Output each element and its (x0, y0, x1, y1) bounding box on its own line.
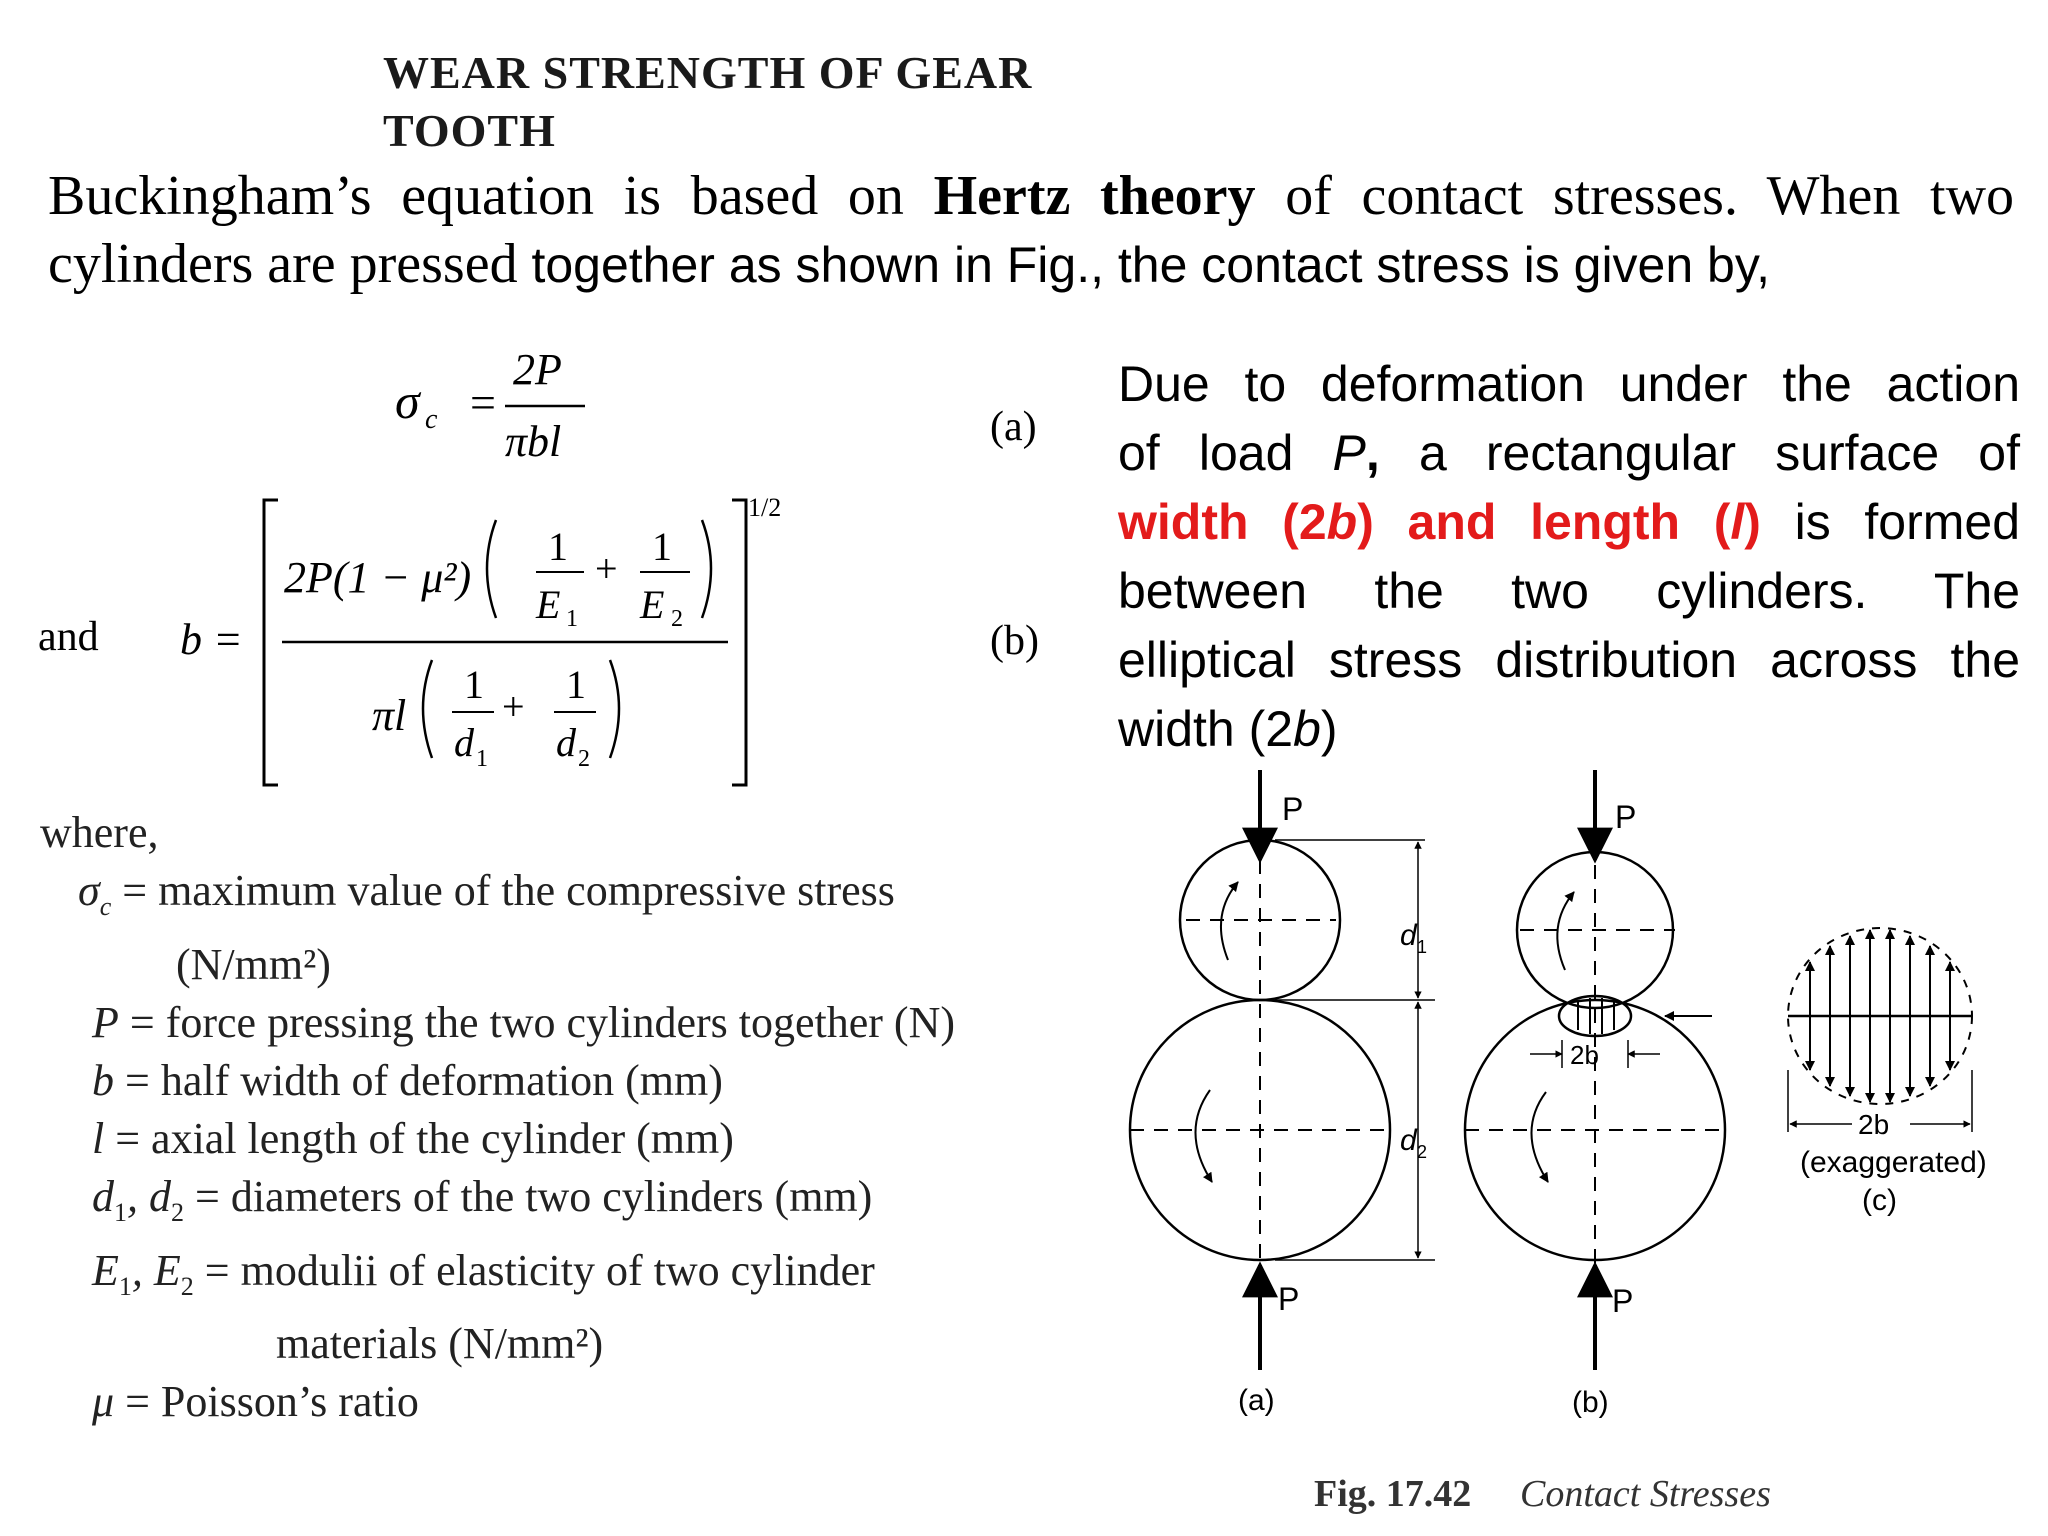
contact-stress-figure: P P d 1 d 2 (a) P (1128, 770, 1987, 1515)
width-2b-label-c: 2b (1858, 1109, 1889, 1140)
figure-part-c: 2b (exaggerated) (c) (1787, 927, 1987, 1217)
width-length-highlight: width (2b) and length (l) (1118, 494, 1761, 550)
desc-line-1: Due to deformation under the action (1118, 356, 2020, 412)
figure-caption-title: Contact Stresses (1520, 1473, 1771, 1515)
def-E-cont: materials (N/mm²) (276, 1319, 604, 1369)
load-label-bottom-b: P (1612, 1283, 1633, 1319)
d2-label: d (1400, 1124, 1418, 1157)
and-word: and (38, 614, 99, 660)
eq-a-numerator: 2P (513, 345, 562, 394)
def-b: b = half width of deformation (mm) (92, 1055, 723, 1105)
pi-l: πl (372, 691, 406, 740)
right-bracket (732, 498, 748, 787)
title-line-2: TOOTH (383, 105, 556, 156)
rotation-arrow-small-b (1556, 891, 1575, 971)
equals-sign: = (470, 377, 496, 428)
E2-den: E (639, 582, 664, 627)
left-bracket (262, 498, 278, 787)
def-sigma-unit: (N/mm²) (176, 939, 331, 989)
paren-left-1 (485, 519, 498, 619)
intro-line-1: Buckingham’s equation is based on Hertz … (48, 165, 2015, 227)
eq-a-denominator: πbl (505, 417, 561, 466)
label-a: (a) (1238, 1384, 1275, 1417)
svg-text:1: 1 (1417, 937, 1427, 957)
figure-caption-number: Fig. 17.42 (1314, 1473, 1471, 1515)
d1-label: d (1400, 919, 1418, 952)
svg-text:2: 2 (1417, 1142, 1427, 1162)
exponent-half: 1/2 (748, 493, 781, 522)
paren-right-1 (700, 519, 713, 619)
eq-b-tag: (b) (990, 618, 1039, 664)
figure-part-a: P P d 1 d 2 (a) (1128, 770, 1435, 1417)
E1-den: E (535, 582, 560, 627)
definitions-list: where, σc = maximum value of the compres… (40, 804, 1040, 1431)
exaggerated-label: (exaggerated) (1800, 1146, 1987, 1179)
contact-zone-b (1557, 994, 1633, 1038)
paren-left-2 (421, 659, 434, 759)
intro-paragraph: Buckingham’s equation is based on Hertz … (48, 162, 2014, 299)
title-line-1: WEAR STRENGTH OF GEAR (383, 47, 1033, 98)
width-2b-label-b: 2b (1570, 1040, 1599, 1070)
E2-sub: 2 (671, 606, 683, 632)
desc-line-6: width (2b) (1118, 701, 1338, 757)
d2-den: d (556, 720, 577, 765)
sigma-symbol: σ (395, 373, 422, 429)
rotation-arrow-large-b (1530, 1091, 1549, 1183)
equation-a: σ c = 2P πbl (a) (395, 345, 1037, 466)
plus-1: + (595, 546, 618, 591)
desc-line-5: elliptical stress distribution across th… (1118, 632, 2020, 688)
equations-block: σ c = 2P πbl (a) and b = 1/2 2P(1 − μ²) … (38, 345, 1039, 787)
paren-right-2 (608, 659, 621, 759)
page-title: WEAR STRENGTH OF GEAR TOOTH (383, 44, 1103, 160)
load-label-top-a: P (1282, 791, 1303, 827)
one-d: 1 (566, 662, 586, 707)
one-c: 1 (464, 662, 484, 707)
desc-line-2: of load P, a rectangular surface of (1118, 425, 2021, 481)
d1-den: d (454, 720, 475, 765)
E1-sub: 1 (566, 606, 578, 632)
def-sigma: σc = maximum value of the compressive st… (78, 866, 895, 921)
def-l: l = axial length of the cylinder (mm) (92, 1113, 734, 1163)
sigma-subscript: c (425, 404, 438, 435)
one-a: 1 (548, 524, 568, 569)
def-d: d1, d2 = diameters of the two cylinders … (92, 1171, 873, 1227)
def-E: E1, E2 = modulii of elasticity of two cy… (92, 1245, 875, 1301)
hertz-theory-bold: Hertz theory (933, 165, 1256, 227)
plus-2: + (502, 684, 525, 729)
load-label-bottom-a: P (1278, 1281, 1299, 1317)
one-b: 1 (652, 524, 672, 569)
figure-part-b: P 2b P (b) (1463, 770, 1727, 1419)
d2-sub: 2 (578, 746, 590, 772)
intro-line-2: cylinders are pressed together as shown … (48, 233, 1771, 295)
def-P: P = force pressing the two cylinders tog… (92, 997, 955, 1047)
eq-b-numerator-lead: 2P(1 − μ²) (284, 553, 471, 602)
b-lhs: b = (180, 615, 243, 664)
desc-line-4: between the two cylinders. The (1118, 563, 2020, 619)
label-c: (c) (1862, 1184, 1897, 1217)
def-mu: μ = Poisson’s ratio (92, 1377, 419, 1427)
where-label: where, (40, 808, 159, 857)
label-b: (b) (1572, 1386, 1609, 1419)
eq-a-tag: (a) (990, 404, 1037, 450)
load-label-top-b: P (1615, 799, 1636, 835)
rotation-arrow-large-a (1194, 1089, 1213, 1183)
desc-line-3: width (2b) and length (l) is formed (1118, 494, 2020, 550)
rotation-arrow-small-a (1219, 881, 1239, 961)
d1-sub: 1 (476, 746, 488, 772)
deformation-description: Due to deformation under the action of l… (1118, 350, 2020, 764)
equation-b: and b = 1/2 2P(1 − μ²) 1 E 1 + 1 E 2 πl … (38, 493, 1039, 787)
